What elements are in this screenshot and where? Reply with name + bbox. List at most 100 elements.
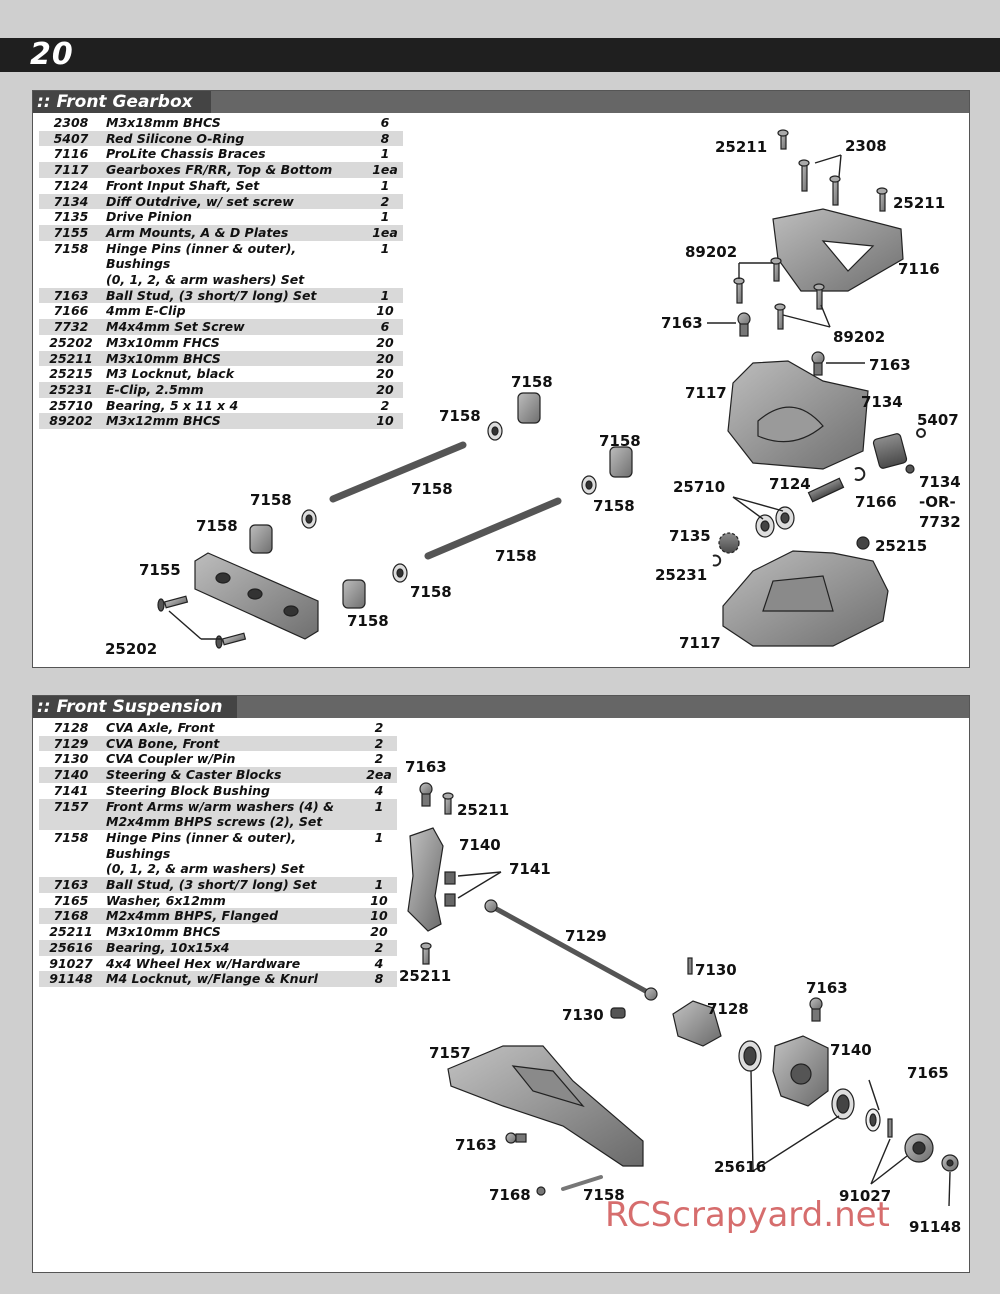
- part-description-cell: E-Clip, 2.5mm: [103, 381, 367, 398]
- e-clip-icon: [712, 554, 722, 567]
- coupler-icon: [610, 1007, 626, 1019]
- callout-7158: 7158: [599, 432, 641, 450]
- callout-7157: 7157: [429, 1044, 471, 1062]
- part-number-cell: 7732: [39, 319, 103, 335]
- part-description-cell: M3 Locknut, black: [106, 366, 235, 382]
- callout-89202: 89202: [833, 328, 885, 346]
- callout-91148: 91148: [909, 1218, 961, 1236]
- part-number-cell: 7128: [53, 720, 89, 735]
- callout-7158: 7158: [410, 583, 452, 601]
- part-number-cell: 25710: [49, 397, 93, 413]
- callout-25211: 25211: [399, 967, 451, 985]
- bushing-icon: [342, 579, 366, 609]
- part-description-cell: Red Silicone O-Ring: [103, 130, 367, 147]
- callout-7116: 7116: [898, 260, 940, 278]
- section-title-background: [33, 696, 237, 718]
- part-number-cell: 2308: [53, 115, 89, 130]
- bushing-icon: [517, 392, 541, 424]
- callout-7158: 7158: [250, 491, 292, 509]
- bushing-icon: [444, 893, 456, 907]
- part-description-cell: Gearboxes FR/RR, Top & Bottom: [103, 162, 367, 178]
- part-description-cell: Steering Block Bushing: [106, 782, 270, 798]
- section-title-bar: [33, 91, 969, 113]
- part-quantity-cell: 2: [380, 397, 390, 413]
- part-number-cell: 7124: [53, 177, 89, 193]
- part-quantity-cell: 20: [367, 381, 403, 398]
- part-description-cell: Ball Stud, (3 short/7 long) Set: [103, 287, 367, 304]
- part-description-cell: M4 Locknut, w/Flange & Knurl: [103, 971, 361, 987]
- callout-7155: 7155: [139, 561, 181, 579]
- callout-7732: 7732: [919, 513, 961, 531]
- coupler-pin-icon: [687, 957, 693, 975]
- bearing-icon: [738, 1040, 762, 1072]
- part-description-cell: Bearing, 5 x 11 x 4: [106, 397, 239, 413]
- part-number-cell: 7155: [39, 224, 103, 241]
- ball-stud-icon: [737, 312, 751, 337]
- callout-7158: 7158: [593, 497, 635, 515]
- gearbox-exploded-diagram: 25211 2308 25211 89202 7116 7163 89202 7…: [105, 129, 961, 658]
- part-quantity-cell: 1: [380, 177, 390, 193]
- leader-lines: [168, 154, 865, 640]
- part-quantity-cell: 10: [370, 892, 388, 908]
- callout-7158: 7158: [583, 1186, 625, 1204]
- cva-axle-part: [672, 1000, 722, 1047]
- part-number-cell: 7116: [53, 146, 89, 162]
- part-number-cell: 25202: [49, 334, 93, 350]
- hinge-pin-part: [424, 497, 562, 560]
- callout-25202: 25202: [105, 640, 157, 658]
- part-quantity-cell: 8: [361, 971, 397, 987]
- leader-lines: [457, 871, 951, 1207]
- part-number-cell: 25211: [39, 350, 103, 367]
- washer-icon: [865, 1108, 881, 1132]
- callout-5407: 5407: [917, 411, 959, 429]
- part-quantity-cell: 10: [367, 413, 403, 430]
- part-description-cell: Diff Outdrive, w/ set screw: [103, 193, 367, 210]
- bearing-icon: [755, 514, 775, 538]
- part-quantity-cell: 1: [380, 240, 390, 256]
- callout-91027: 91027: [839, 1187, 891, 1205]
- wheel-hex-pin-icon: [887, 1118, 893, 1138]
- screw-icon: [536, 1186, 546, 1196]
- bushing-icon: [609, 446, 633, 478]
- callout-7158: 7158: [495, 547, 537, 565]
- callout-25211: 25211: [893, 194, 945, 212]
- part-description-cell: Bearing, 10x15x4: [103, 939, 361, 956]
- hinge-pin-part: [561, 1175, 603, 1191]
- part-description-cell: M4x4mm Set Screw: [103, 319, 367, 335]
- callout-7158: 7158: [511, 373, 553, 391]
- callout-7140: 7140: [459, 836, 501, 854]
- part-description-cell: M3x10mm BHCS: [103, 350, 367, 367]
- screw-icon: [215, 632, 247, 649]
- part-description-cell: M3x18mm BHCS: [106, 115, 221, 130]
- screw-icon: [774, 303, 786, 330]
- screw-icon: [770, 257, 782, 282]
- part-description-cell: M3x10mm BHCS: [106, 924, 221, 940]
- screw-icon: [733, 277, 745, 304]
- outdrive-part: [872, 433, 908, 469]
- section-title-bar: [33, 696, 969, 718]
- part-description-cell: Washer, 6x12mm: [106, 892, 226, 908]
- bearing-icon: [775, 506, 795, 530]
- part-number-cell: 25211: [49, 924, 93, 940]
- locknut-icon: [856, 536, 870, 550]
- part-number-cell: 7158: [53, 829, 89, 845]
- part-description-cell: M3x12mm BHCS: [103, 413, 367, 430]
- part-number-cell: 89202: [39, 413, 103, 430]
- part-quantity-cell: 1: [367, 287, 403, 304]
- callout-7163: 7163: [806, 979, 848, 997]
- screw-icon: [876, 187, 888, 212]
- part-number-cell: 25231: [39, 381, 103, 398]
- part-description-cell: M3x10mm FHCS: [106, 334, 220, 350]
- callout-7163: 7163: [661, 314, 703, 332]
- parts-table-row: 25710 Bearing, 5 x 11 x 4 2: [39, 398, 403, 414]
